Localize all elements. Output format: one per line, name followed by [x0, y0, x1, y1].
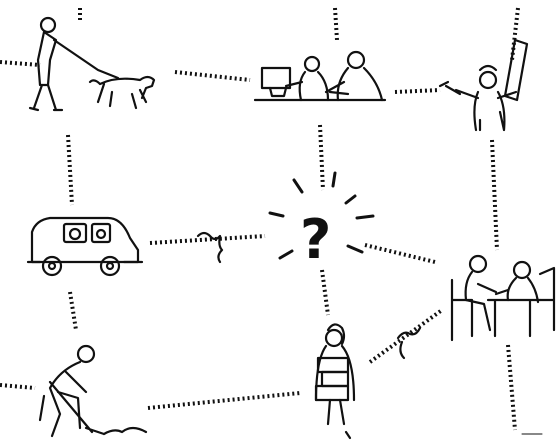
delivery-van-icon: [28, 218, 142, 275]
squiggle-icon: [198, 233, 222, 262]
people-at-computer-icon: [255, 52, 385, 100]
center-question: ?: [270, 173, 373, 271]
squiggle-icon: [398, 328, 420, 358]
person-carrying-parcels-icon: [316, 324, 354, 438]
person-sweeping-icon: [40, 346, 146, 436]
question-mark: ?: [300, 208, 331, 271]
person-walking-dog-icon: [30, 18, 154, 110]
people-at-table-icon: [452, 256, 554, 340]
